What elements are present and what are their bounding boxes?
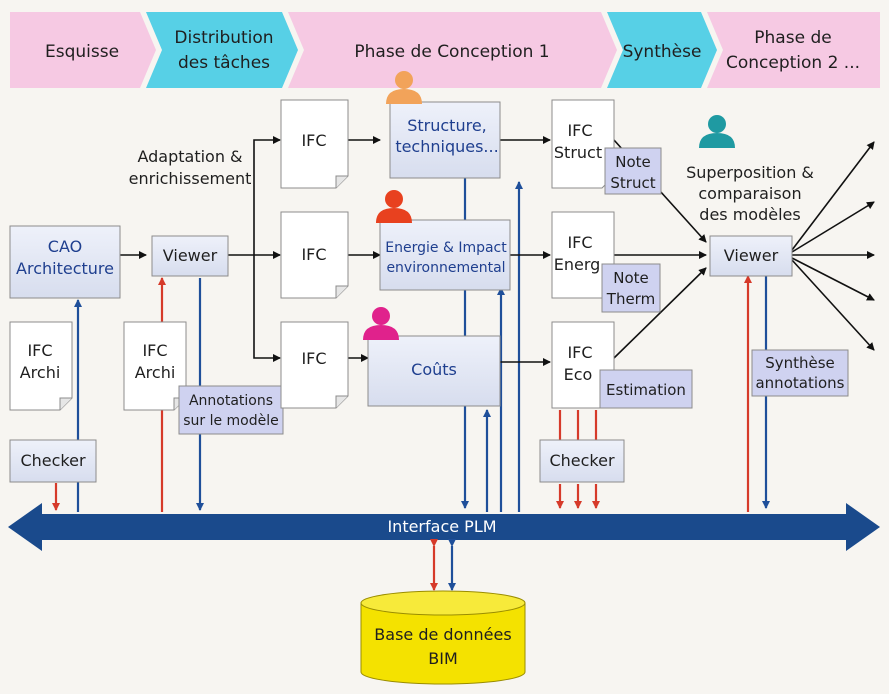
ifc-mid-label: IFC — [301, 245, 326, 264]
superposition-label-line3: des modèles — [699, 205, 800, 224]
checker-box-2: Checker — [539, 439, 625, 483]
couts-label: Coûts — [411, 360, 457, 379]
superposition-label-line1: Superposition & — [686, 163, 814, 182]
note-struct: Note Struct — [604, 147, 662, 195]
phase-esquisse-label: Esquisse — [45, 42, 119, 62]
note-therm: Note Therm — [601, 263, 661, 313]
phase-conception1-label: Phase de Conception 1 — [354, 42, 549, 62]
ifc-document-bottom: IFC — [280, 321, 349, 409]
phase-conception2-label-line2: Conception 2 ... — [726, 53, 860, 73]
synthese-annotations-label-line2: annotations — [755, 374, 844, 392]
phase-conception1-chevron — [288, 12, 617, 88]
ifc-bot-label: IFC — [301, 349, 326, 368]
ifc-energ-label-line1: IFC — [567, 233, 592, 252]
structure-box: Structure, techniques... — [389, 101, 501, 179]
ifc-energ-label-line2: Energ — [554, 255, 601, 274]
cao-label-line2: Architecture — [16, 259, 114, 278]
person-icon-energie — [376, 190, 412, 223]
bim-database: Base de données BIM — [360, 590, 526, 685]
energie-box: Energie & Impact environnemental — [379, 219, 511, 291]
ifc-struct-label-line1: IFC — [567, 121, 592, 140]
note-struct-label-line1: Note — [615, 153, 651, 171]
structure-label-line2: techniques... — [395, 137, 498, 156]
ifc-archi-document-2: IFC Archi — [123, 321, 187, 411]
bim-label-line2: BIM — [428, 649, 458, 668]
ifc-energ-document: IFC Energ — [551, 211, 615, 299]
ifc-archi-2-label-line1: IFC — [142, 341, 167, 360]
annotations-label-line2: sur le modèle — [183, 413, 279, 429]
person-icon-structure — [386, 71, 422, 104]
adaptation-label-line2: enrichissement — [129, 169, 252, 188]
synthese-annotations-note: Synthèse annotations — [751, 349, 849, 397]
ifc-archi-1-label-line2: Archi — [20, 363, 61, 382]
ifc-struct-label-line2: Struct — [554, 143, 602, 162]
superposition-label-line2: comparaison — [698, 184, 801, 203]
checker-1-label: Checker — [20, 451, 85, 470]
phase-esquisse-chevron — [10, 12, 156, 88]
phase-banner: Esquisse Distribution des tâches Phase d… — [10, 12, 880, 88]
ifc-archi-document-1: IFC Archi — [9, 321, 73, 411]
energie-label-line1: Energie & Impact — [385, 240, 507, 256]
cao-label-line1: CAO — [48, 237, 82, 256]
ifc-top-label: IFC — [301, 131, 326, 150]
ifc-archi-2-label-line2: Archi — [135, 363, 176, 382]
structure-label-line1: Structure, — [407, 116, 487, 135]
energie-label-line2: environnemental — [386, 260, 505, 276]
ifc-document-top: IFC — [280, 99, 349, 189]
plm-interface: Interface PLM — [8, 503, 880, 551]
plm-label: Interface PLM — [387, 517, 496, 536]
bim-label-line1: Base de données — [374, 625, 511, 644]
ifc-archi-1-label-line1: IFC — [27, 341, 52, 360]
phase-conception2-chevron — [707, 12, 880, 88]
note-therm-label-line2: Therm — [606, 290, 655, 308]
estimation-note: Estimation — [599, 369, 693, 409]
cao-architecture-box: CAO Architecture — [9, 225, 121, 299]
checker-2-label: Checker — [549, 451, 614, 470]
note-struct-label-line2: Struct — [610, 174, 655, 192]
ifc-document-middle: IFC — [280, 211, 349, 299]
couts-box: Coûts — [367, 335, 501, 407]
adaptation-label-line1: Adaptation & — [137, 147, 242, 166]
ifc-eco-label-line1: IFC — [567, 343, 592, 362]
ifc-eco-document: IFC Eco — [551, 321, 615, 409]
annotations-note: Annotations sur le modèle — [178, 385, 284, 435]
person-icon-couts — [363, 307, 399, 340]
ifc-eco-label-line2: Eco — [564, 365, 593, 384]
synthese-annotations-label-line1: Synthèse — [765, 354, 835, 372]
viewer-box-1: Viewer — [151, 235, 229, 277]
phase-synthese-label: Synthèse — [623, 42, 702, 62]
phase-distribution-label-line2: des tâches — [178, 53, 270, 73]
note-therm-label-line1: Note — [613, 269, 649, 287]
phase-synthese-chevron — [607, 12, 717, 88]
viewer-box-2: Viewer — [709, 235, 793, 277]
phase-distribution-chevron — [146, 12, 298, 88]
phase-conception2-label-line1: Phase de — [754, 28, 831, 48]
checker-box-1: Checker — [9, 439, 97, 483]
phase-distribution-label-line1: Distribution — [174, 28, 273, 48]
annotations-label-line1: Annotations — [189, 393, 273, 409]
plm-bar — [8, 503, 880, 551]
person-icon-synthese — [699, 115, 735, 148]
viewer-2-label: Viewer — [724, 246, 779, 265]
ifc-struct-document: IFC Struct — [551, 99, 615, 189]
estimation-label: Estimation — [606, 381, 686, 399]
viewer-1-label: Viewer — [163, 246, 218, 265]
